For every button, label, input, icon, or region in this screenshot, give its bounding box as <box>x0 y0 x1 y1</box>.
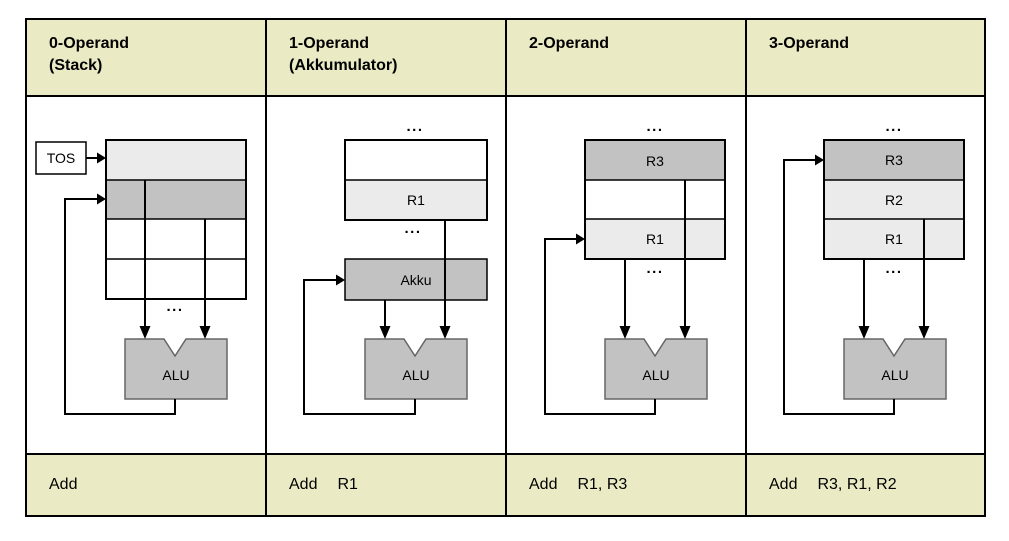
two-operand-architecture-drawing: ... R3 R1 ... ALU <box>544 118 726 415</box>
stack-architecture-drawing: TOS ... ALU <box>35 139 247 415</box>
arrowhead-down-icon <box>858 326 870 339</box>
diagram-1-operand-akkumulator: ... R1 ... Akku ALU <box>267 97 505 453</box>
three-operand-architecture-drawing: ... R3 R2 R1 ... ALU <box>783 118 965 415</box>
diagram-3-operand: ... R3 R2 R1 ... ALU <box>747 97 984 453</box>
arrowhead-down-icon <box>379 326 391 339</box>
instruction-example-akkumulator: Add R1 <box>267 455 505 515</box>
stack-cell-second <box>106 180 246 219</box>
tos-label: TOS <box>47 150 76 166</box>
instruction-example-3-operand: Add R3, R1, R2 <box>747 455 984 515</box>
register-cell-r3 <box>824 140 964 180</box>
stack-cell-top <box>106 140 246 180</box>
ellipsis: ... <box>406 118 423 135</box>
alu-label: ALU <box>162 367 189 383</box>
header-line: (Stack) <box>49 57 103 74</box>
alu-unit <box>364 338 468 400</box>
instruction-operands: R1 <box>337 476 358 493</box>
akku-label: Akku <box>400 272 431 288</box>
register-cell-r1 <box>585 219 725 259</box>
register-box <box>584 139 726 260</box>
column-header-1-operand: 1-Operand (Akkumulator) <box>267 20 505 95</box>
arrowhead-right-icon <box>815 154 824 166</box>
result-feedback-path <box>303 279 416 415</box>
ellipsis: ... <box>885 118 902 135</box>
header-line: 0-Operand <box>49 35 130 52</box>
arrowhead-down-icon <box>199 326 211 339</box>
arrowhead-right-icon <box>336 274 345 286</box>
instruction-mnemonic: Add <box>49 476 78 493</box>
result-feedback-path <box>64 198 176 415</box>
header-line: 2-Operand <box>529 35 610 52</box>
header-line: (Akkumulator) <box>289 57 398 74</box>
column-header-3-operand: 3-Operand <box>747 20 984 95</box>
column-header-2-operand: 2-Operand <box>507 20 745 95</box>
instruction-mnemonic: Add <box>769 476 798 493</box>
arrowhead-right-icon <box>97 193 106 205</box>
result-feedback-path <box>783 159 895 415</box>
operand-architectures-table: 0-Operand (Stack) 1-Operand (Akkumulator… <box>25 18 986 517</box>
akkumulator-architecture-drawing: ... R1 ... Akku ALU <box>303 118 488 415</box>
arrowhead-right-icon <box>576 233 585 245</box>
alu-label: ALU <box>881 367 908 383</box>
ellipsis: ... <box>885 260 902 277</box>
register-label-r1: R1 <box>407 192 425 208</box>
arrowhead-down-icon <box>139 326 151 339</box>
instruction-operands: R3, R1, R2 <box>817 476 897 493</box>
header-line: 1-Operand <box>289 35 370 52</box>
ellipsis: ... <box>404 220 421 237</box>
register-label-r3: R3 <box>885 152 903 168</box>
register-label-r1: R1 <box>885 231 903 247</box>
alu-label: ALU <box>642 367 669 383</box>
ellipsis: ... <box>646 118 663 135</box>
arrowhead-down-icon <box>679 326 691 339</box>
diagram-0-operand-stack: TOS ... ALU <box>27 97 265 453</box>
alu-label: ALU <box>402 367 429 383</box>
instruction-example-stack: Add <box>27 455 265 515</box>
arrowhead-right-icon <box>97 152 106 164</box>
instruction-mnemonic: Add <box>289 476 318 493</box>
register-cell-r1 <box>824 219 964 259</box>
diagram-2-operand: ... R3 R1 ... ALU <box>507 97 745 453</box>
arrowhead-down-icon <box>439 326 451 339</box>
akku-register <box>344 258 488 301</box>
register-label-r1: R1 <box>646 231 664 247</box>
column-header-0-operand: 0-Operand (Stack) <box>27 20 265 95</box>
arrowhead-down-icon <box>619 326 631 339</box>
register-label-r2: R2 <box>885 192 903 208</box>
instruction-mnemonic: Add <box>529 476 558 493</box>
alu-unit <box>843 338 947 400</box>
result-feedback-path <box>544 238 656 415</box>
register-cell-r1 <box>345 180 487 220</box>
register-cell-r3 <box>585 140 725 180</box>
ellipsis: ... <box>166 298 183 315</box>
register-label-r3: R3 <box>646 153 664 169</box>
register-cell-r2 <box>824 180 964 219</box>
ellipsis: ... <box>646 260 663 277</box>
header-line: 3-Operand <box>769 35 850 52</box>
instruction-operands: R1, R3 <box>577 476 628 493</box>
arrowhead-down-icon <box>918 326 930 339</box>
register-box <box>823 139 965 260</box>
instruction-example-2-operand: Add R1, R3 <box>507 455 745 515</box>
alu-unit <box>124 338 228 400</box>
alu-unit <box>604 338 708 400</box>
